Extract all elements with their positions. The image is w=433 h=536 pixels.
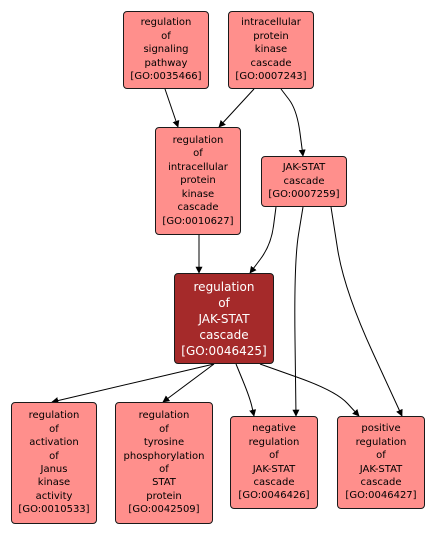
node-label-line: regulation	[248, 436, 300, 448]
node-label-line: protein	[180, 175, 216, 187]
node-label-line: of	[376, 450, 386, 462]
node-label-line: activation	[29, 437, 79, 449]
node-label-line: signaling	[143, 44, 189, 56]
node-label-line: phosphorylation	[123, 450, 205, 462]
node-label-line: positive	[361, 423, 401, 435]
node-label-line: activity	[35, 490, 73, 502]
node-label-line: JAK-STAT	[198, 311, 250, 326]
node-label-line: cascade	[250, 57, 292, 69]
node-label-line: intracellular	[168, 161, 228, 173]
node-label-line: kinase	[37, 477, 71, 489]
edge-go0046425-to-go0042509	[162, 363, 215, 403]
node-label-line: protein	[253, 30, 289, 42]
node-label-line: of	[269, 450, 279, 462]
node-label-line: cascade	[253, 476, 295, 488]
node-label-line: of	[159, 423, 169, 435]
edge-go0035466-to-go0010627	[164, 88, 180, 128]
node-label-line: [GO:0046425]	[181, 343, 267, 358]
node-label-line: regulation	[172, 135, 224, 147]
node-label-line: of	[218, 295, 230, 310]
edge-go0007259-to-go0046427	[330, 206, 403, 417]
edge-go0046425-to-go0046427	[259, 363, 360, 417]
edge-go0007259-to-go0046425	[249, 206, 277, 274]
node-label-line: tyrosine	[143, 437, 185, 449]
node-label-line: kinase	[254, 44, 288, 56]
node-label-line: of	[193, 148, 203, 160]
node-label-line: cascade	[283, 175, 325, 187]
node-label-line: regulation	[140, 17, 192, 29]
node-label-line: cascade	[177, 202, 219, 214]
node-label-line: [GO:0035466]	[130, 71, 202, 83]
edge-go0007243-to-go0010627	[218, 88, 255, 128]
node-label-line: pathway	[144, 57, 188, 69]
node-label-line: protein	[146, 490, 182, 502]
node-label-line: negative	[252, 423, 296, 435]
node-label-line: regulation	[193, 279, 255, 294]
node-label-line: JAK-STAT	[282, 162, 326, 174]
node-label-line: regulation	[355, 436, 407, 448]
node-label-line: [GO:0007259]	[268, 189, 340, 201]
node-label-line: regulation	[28, 410, 80, 422]
node-label-line: of	[161, 30, 171, 42]
node-label-line: [GO:0007243]	[235, 71, 307, 83]
node-label-line: of	[159, 464, 169, 475]
edge-go0046425-to-go0010533	[51, 363, 215, 404]
node-label-line: cascade	[360, 476, 402, 488]
edge-go0046425-to-go0046426	[235, 363, 257, 417]
node-label-line: [GO:0046427]	[345, 490, 417, 502]
node-label-line: [GO:0010627]	[162, 215, 234, 227]
edge-go0007243-to-go0007259	[280, 88, 306, 157]
edge-go0007259-to-go0046426	[292, 206, 304, 417]
node-label-line: [GO:0010533]	[18, 504, 90, 516]
node-label-line: of	[49, 423, 59, 435]
node-label-line: JAK-STAT	[252, 463, 296, 475]
node-label-line: intracellular	[241, 17, 301, 29]
node-label-line: regulation	[138, 410, 190, 422]
node-label-line: kinase	[181, 188, 215, 200]
node-label-line: [GO:0042509]	[128, 504, 200, 516]
node-label-line: STAT	[152, 477, 176, 489]
node-label-line: [GO:0046426]	[238, 490, 310, 502]
node-label-line: cascade	[199, 327, 249, 342]
node-label-line: JAK-STAT	[359, 463, 403, 475]
node-label-line: Janus	[40, 464, 68, 475]
node-label-line: of	[49, 450, 59, 462]
